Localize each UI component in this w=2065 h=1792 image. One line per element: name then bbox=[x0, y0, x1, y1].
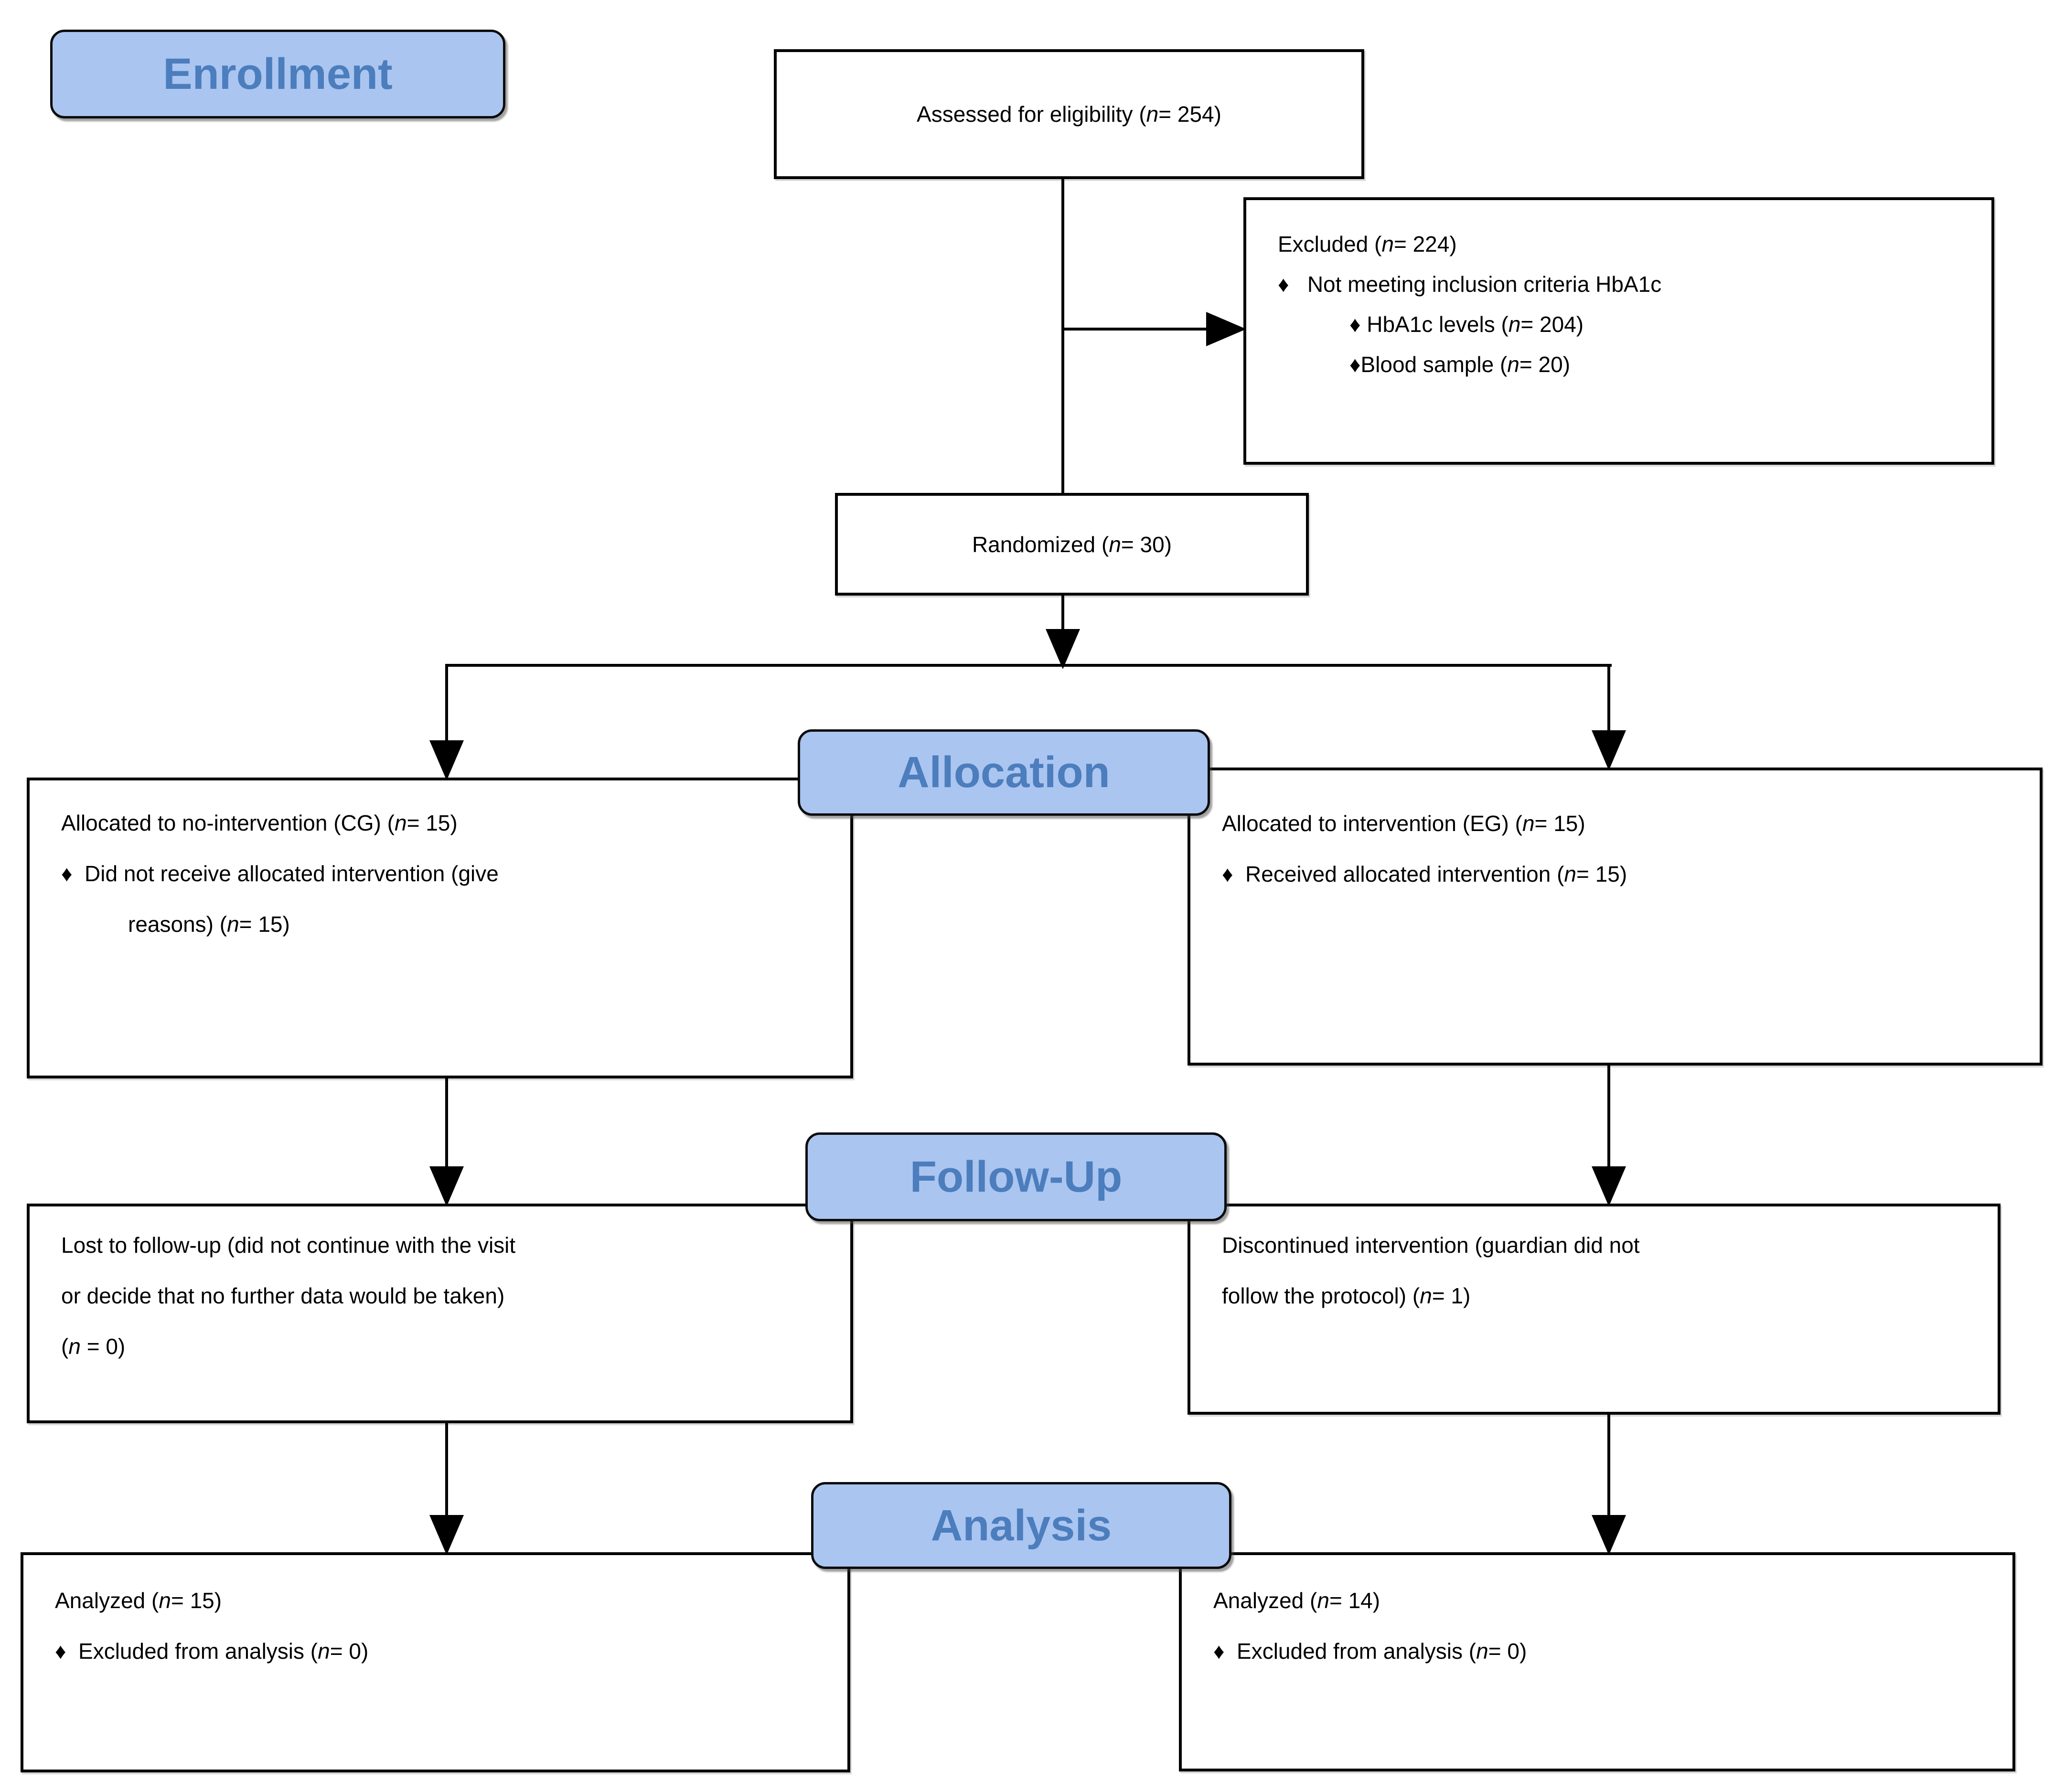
connector-split-to-alloc-right bbox=[1607, 665, 1610, 730]
lost-to-followup-box: Lost to follow-up (did not continue with… bbox=[27, 1204, 853, 1423]
analysis-phase-badge: Analysis bbox=[811, 1482, 1231, 1569]
connector-split-to-alloc-left bbox=[445, 665, 448, 740]
connector-to-excluded bbox=[1061, 328, 1206, 331]
arrowhead-analysis-left-icon bbox=[429, 1515, 464, 1555]
connector-randomized-to-split bbox=[1061, 596, 1064, 629]
arrowhead-analysis-right-icon bbox=[1592, 1515, 1626, 1555]
excluded-sub-bullet: ♦ HbA1c levels (n= 204) bbox=[1349, 312, 1584, 337]
analysis-right-line: Analyzed (n= 14) bbox=[1213, 1588, 1380, 1613]
arrowhead-followup-left-icon bbox=[429, 1166, 464, 1206]
connector-followup-to-analysis-right bbox=[1607, 1413, 1610, 1515]
allocation-phase-badge: Allocation bbox=[798, 729, 1210, 816]
followup-left-line: Lost to follow-up (did not continue with… bbox=[61, 1233, 516, 1258]
connector-split-line bbox=[445, 664, 1612, 667]
alloc-right-line: Allocated to intervention (EG) (n= 15) bbox=[1222, 811, 1585, 836]
analyzed-control-group-box: Analyzed (n= 15) ♦ Excluded from analysi… bbox=[21, 1552, 850, 1772]
analysis-phase-label: Analysis bbox=[931, 1501, 1112, 1550]
analysis-right-bullet: ♦ Excluded from analysis (n= 0) bbox=[1213, 1639, 1527, 1664]
enrollment-phase-badge: Enrollment bbox=[50, 30, 505, 118]
analysis-left-bullet: ♦ Excluded from analysis (n= 0) bbox=[55, 1639, 369, 1664]
connector-alloc-to-followup-right bbox=[1607, 1064, 1610, 1166]
followup-phase-label: Follow-Up bbox=[909, 1152, 1123, 1201]
followup-left-line: or decide that no further data would be … bbox=[61, 1283, 505, 1308]
followup-left-line: (n = 0) bbox=[61, 1334, 126, 1359]
arrowhead-followup-right-icon bbox=[1592, 1166, 1626, 1206]
followup-right-line: follow the protocol) (n= 1) bbox=[1222, 1283, 1471, 1308]
arrowhead-alloc-right-icon bbox=[1592, 730, 1626, 770]
allocated-control-group-box: Allocated to no-intervention (CG) (n= 15… bbox=[27, 778, 853, 1078]
excluded-box: Excluded (n= 224) ♦ Not meeting inclusio… bbox=[1243, 197, 1994, 465]
assessed-for-eligibility-box: Assessed for eligibility (n= 254) bbox=[774, 49, 1364, 179]
alloc-right-bullet: ♦ Received allocated intervention (n= 15… bbox=[1222, 862, 1627, 886]
excluded-sub-bullet: ♦Blood sample (n= 20) bbox=[1349, 352, 1571, 377]
analysis-left-line: Analyzed (n= 15) bbox=[55, 1588, 222, 1613]
arrowhead-excluded-icon bbox=[1206, 312, 1246, 346]
connector-assessed-to-randomized bbox=[1061, 178, 1064, 494]
randomized-box: Randomized (n= 30) bbox=[835, 493, 1309, 596]
excluded-line: Excluded (n= 224) bbox=[1278, 232, 1457, 256]
connector-alloc-to-followup-left bbox=[445, 1077, 448, 1166]
assessed-text: Assessed for eligibility (n= 254) bbox=[917, 102, 1221, 127]
excluded-bullet: ♦ Not meeting inclusion criteria HbA1c bbox=[1278, 272, 1662, 297]
arrowhead-alloc-left-icon bbox=[429, 740, 464, 780]
followup-right-line: Discontinued intervention (guardian did … bbox=[1222, 1233, 1640, 1258]
alloc-left-line: Allocated to no-intervention (CG) (n= 15… bbox=[61, 811, 458, 835]
enrollment-phase-label: Enrollment bbox=[163, 49, 393, 98]
analyzed-intervention-group-box: Analyzed (n= 14) ♦ Excluded from analysi… bbox=[1179, 1552, 2015, 1771]
alloc-left-bullet-continuation: reasons) (n= 15) bbox=[128, 912, 290, 937]
allocated-intervention-group-box: Allocated to intervention (EG) (n= 15) ♦… bbox=[1188, 768, 2043, 1066]
alloc-left-bullet: ♦ Did not receive allocated intervention… bbox=[61, 861, 499, 886]
followup-phase-badge: Follow-Up bbox=[805, 1132, 1227, 1221]
discontinued-intervention-box: Discontinued intervention (guardian did … bbox=[1188, 1204, 2001, 1415]
arrowhead-split-icon bbox=[1046, 629, 1080, 669]
connector-followup-to-analysis-left bbox=[445, 1422, 448, 1515]
randomized-text: Randomized (n= 30) bbox=[972, 532, 1172, 557]
allocation-phase-label: Allocation bbox=[898, 748, 1110, 797]
